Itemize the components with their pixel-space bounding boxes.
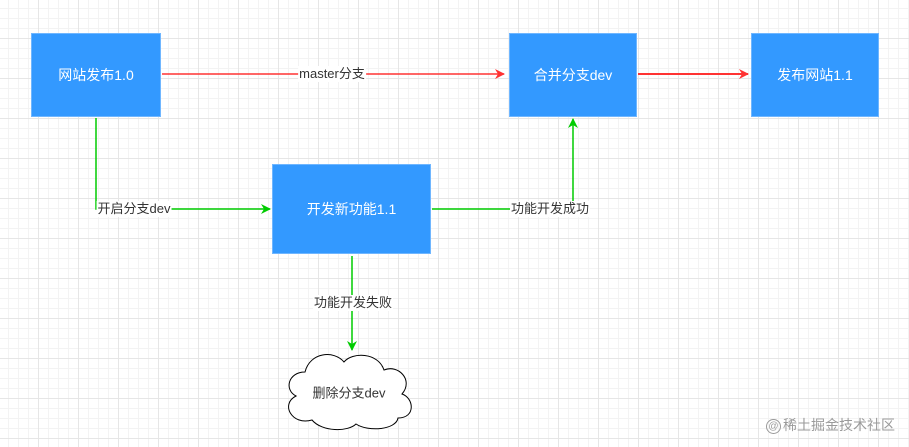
edge-label-open-dev: 开启分支dev <box>96 201 172 217</box>
node-delete-dev[interactable]: 删除分支dev <box>312 385 386 401</box>
watermark: @稀土掘金技术社区 <box>766 415 895 435</box>
edge-success-line <box>432 118 578 210</box>
node-merge-dev[interactable]: 合并分支dev <box>509 33 637 117</box>
node-publish-1-0[interactable]: 网站发布1.0 <box>31 33 161 117</box>
edge-open-dev-line <box>95 118 271 214</box>
at-icon: @ <box>766 419 781 434</box>
edge-label-fail: 功能开发失败 <box>312 295 394 311</box>
edge-label-master: master分支 <box>298 66 366 82</box>
node-publish-1-1[interactable]: 发布网站1.1 <box>751 33 879 117</box>
cloud-shape <box>288 354 412 430</box>
edge-label-success: 功能开发成功 <box>509 201 591 217</box>
watermark-text: 稀土掘金技术社区 <box>783 417 895 433</box>
node-develop-feature[interactable]: 开发新功能1.1 <box>272 164 431 254</box>
